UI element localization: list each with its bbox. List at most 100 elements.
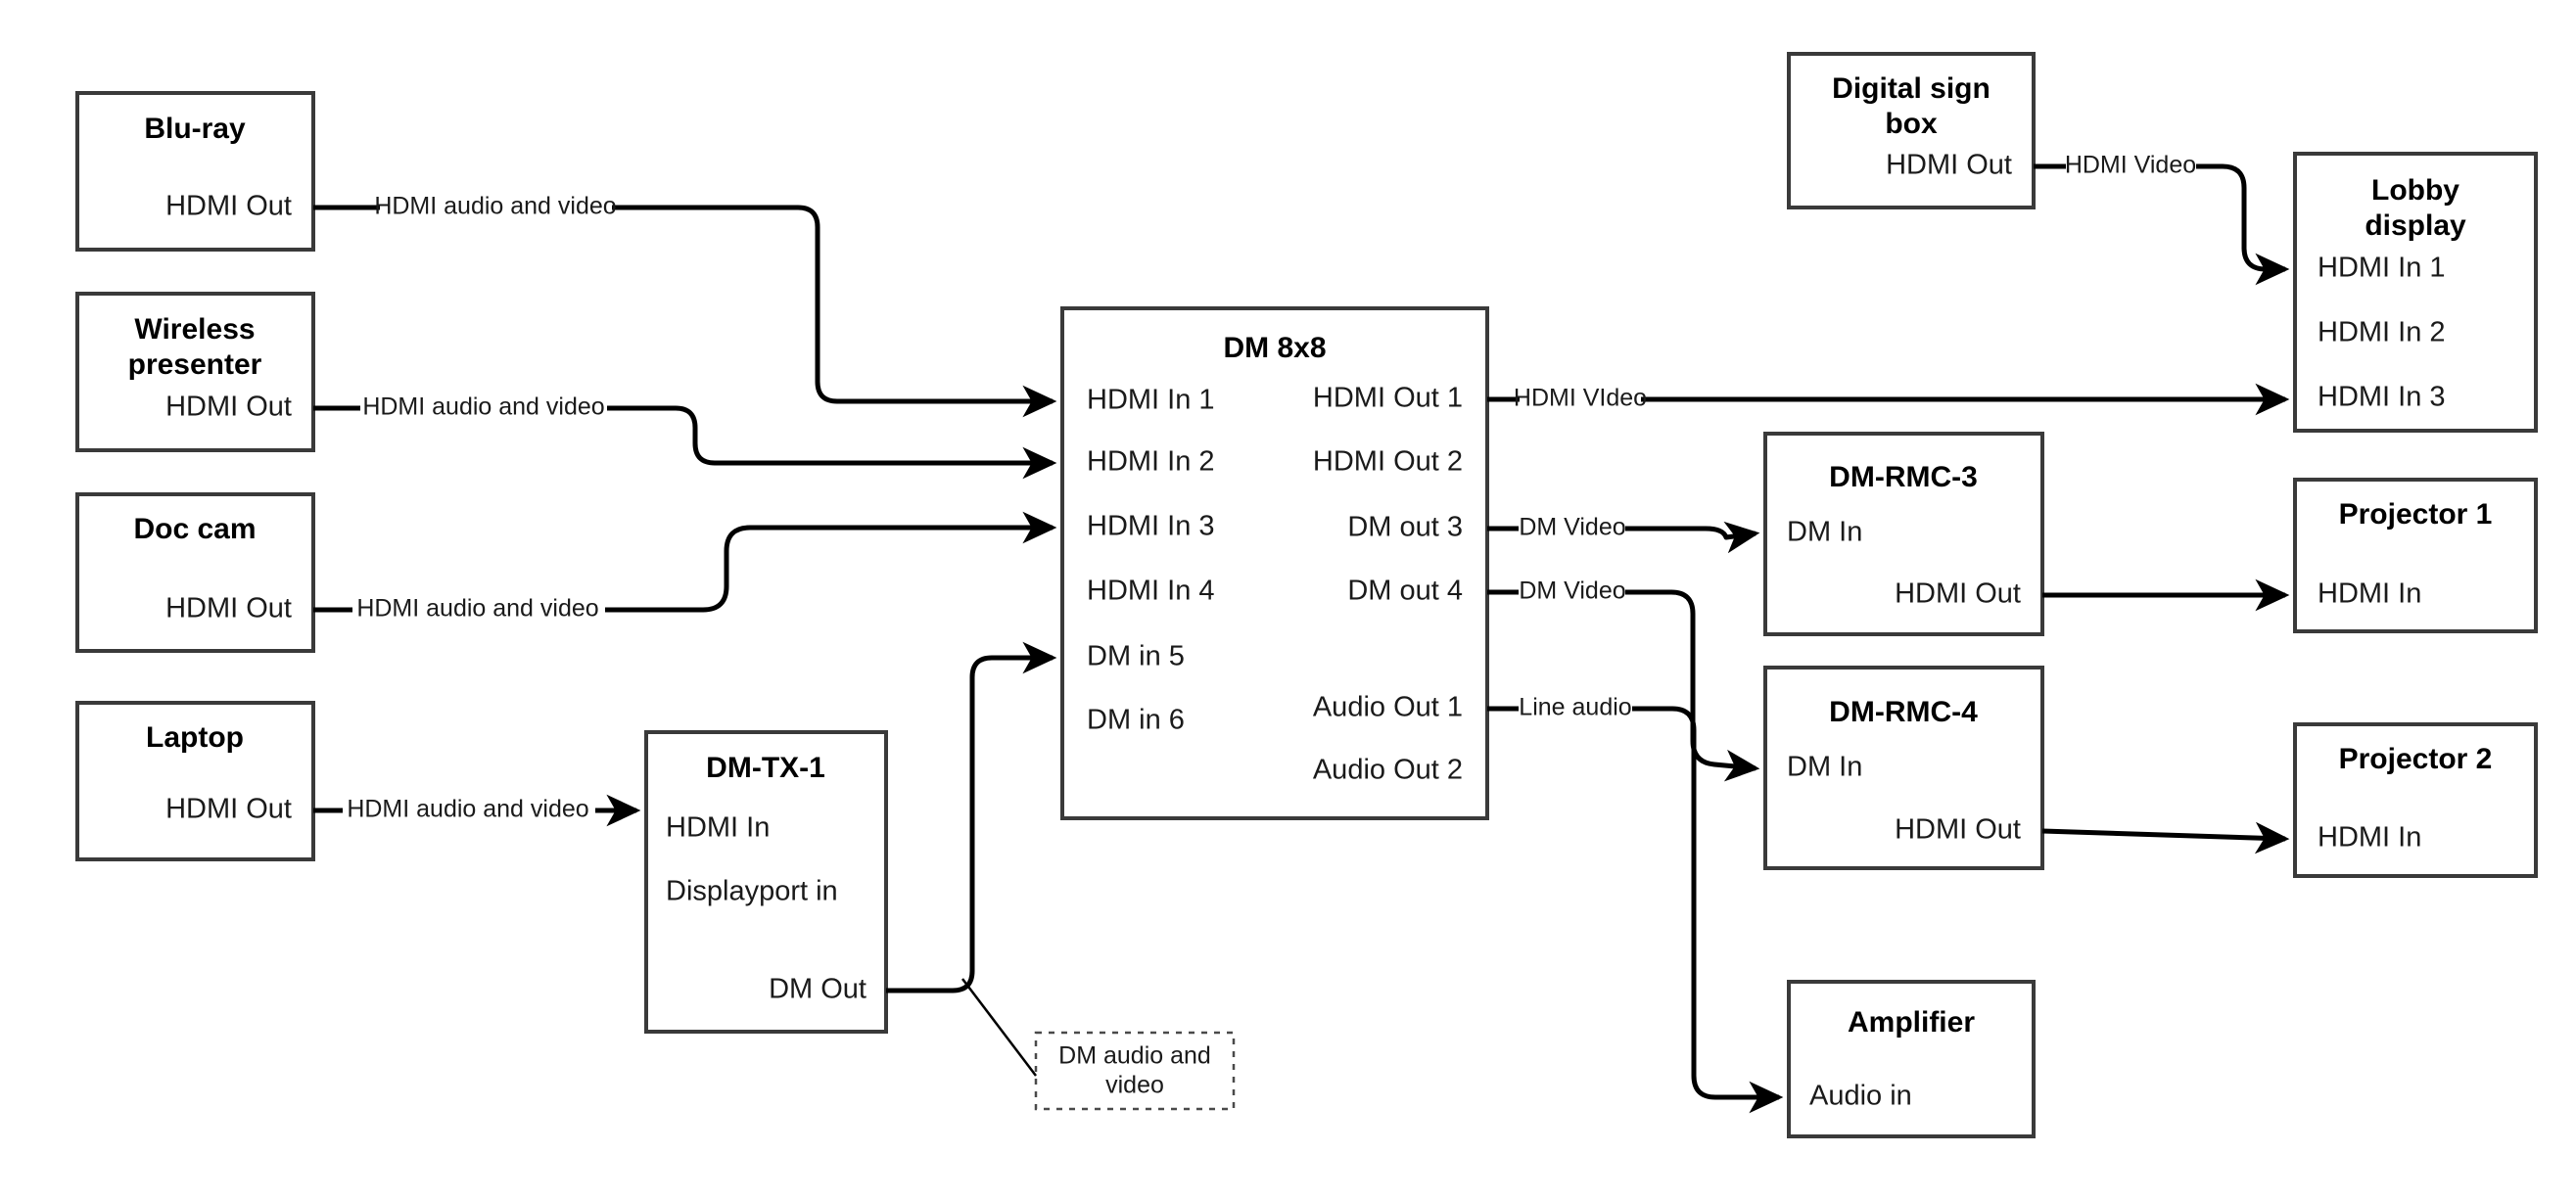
dm-rmc-3-box [1763, 432, 2044, 636]
edge-dm8x8-dm-out-4-to-rmc4: DM Video [1487, 577, 1760, 782]
node-projector-2[interactable]: Projector 2 HDMI In [2293, 722, 2538, 878]
edge-dm8x8-dm-out-3-to-rmc3: DM Video [1487, 514, 1760, 554]
edge-path-digital-sign [2196, 163, 2290, 286]
lobby-display-box [2293, 152, 2538, 433]
amplifier-port-audio-in: Audio in [1809, 1081, 1912, 1112]
doc-cam-title: Doc cam [133, 513, 256, 545]
dm-tx-1-title: DM-TX-1 [706, 752, 825, 784]
lobby-display-title-line2: display [2365, 209, 2466, 242]
node-projector-1[interactable]: Projector 1 HDMI In [2293, 478, 2538, 633]
edge-label-digital-sign: HDMI Video [2065, 152, 2196, 179]
projector-2-title: Projector 2 [2339, 743, 2493, 775]
dm-tx-1-box [644, 730, 888, 1034]
dm-8x8-input-hdmi-in-4: HDMI In 4 [1087, 576, 1215, 607]
callout-label-line2: video [1105, 1072, 1164, 1099]
dm-8x8-output-audio-out-2: Audio Out 2 [1313, 755, 1463, 786]
edge-label-wireless: HDMI audio and video [362, 393, 604, 421]
edge-path-dm-out-3 [1625, 521, 1760, 554]
node-laptop[interactable]: Laptop HDMI Out [75, 701, 315, 861]
edge-label-dm-out-3: DM Video [1519, 514, 1625, 541]
dm-8x8-input-dm-in-5: DM in 5 [1087, 641, 1185, 672]
node-digital-sign-box[interactable]: Digital sign box HDMI Out [1787, 52, 2036, 209]
node-dm-rmc-3[interactable]: DM-RMC-3 DM In HDMI Out [1763, 432, 2044, 636]
node-lobby-display[interactable]: Lobby display HDMI In 1 HDMI In 2 HDMI I… [2293, 152, 2538, 433]
edge-laptop-to-dm-tx-1: HDMI audio and video [313, 794, 641, 827]
edge-dm-tx-1-to-dm8x8-dm-in-5 [886, 641, 1057, 993]
edge-wireless-to-dm8x8-hdmi-in-2: HDMI audio and video [313, 393, 1057, 480]
node-wireless-presenter[interactable]: Wireless presenter HDMI Out [75, 292, 315, 452]
projector-1-box [2293, 478, 2538, 633]
edge-label-bluray: HDMI audio and video [374, 193, 616, 220]
dm-rmc-4-title: DM-RMC-4 [1829, 696, 1978, 728]
digital-sign-port-hdmi-out: HDMI Out [1886, 150, 2012, 181]
dm-8x8-input-hdmi-in-3: HDMI In 3 [1087, 511, 1215, 542]
edge-digital-sign-to-lobby-hdmi-in-1: HDMI Video [2034, 152, 2290, 286]
dm-tx-1-port-dm-out: DM Out [769, 974, 866, 1005]
edge-path-wireless [607, 405, 1057, 480]
edge-label-dm-out-4: DM Video [1519, 577, 1625, 605]
dm-rmc-3-title: DM-RMC-3 [1829, 461, 1978, 493]
bluray-title: Blu-ray [144, 113, 246, 145]
dm-8x8-output-hdmi-out-2: HDMI Out 2 [1313, 446, 1463, 478]
node-dm-8x8[interactable]: DM 8x8 HDMI In 1 HDMI In 2 HDMI In 3 HDM… [1060, 306, 1489, 820]
dm-tx-1-port-hdmi-in: HDMI In [666, 812, 770, 844]
edge-label-hdmi-out-1: HDMI VIdeo [1514, 385, 1647, 412]
laptop-box [75, 701, 315, 861]
amplifier-title: Amplifier [1848, 1006, 1975, 1039]
node-amplifier[interactable]: Amplifier Audio in [1787, 980, 2036, 1138]
wireless-presenter-port-hdmi-out: HDMI Out [165, 392, 292, 423]
dm-8x8-input-hdmi-in-2: HDMI In 2 [1087, 446, 1215, 478]
wireless-presenter-title-line2: presenter [128, 348, 262, 381]
dm-8x8-output-hdmi-out-1: HDMI Out 1 [1313, 383, 1463, 414]
dm-8x8-box [1060, 306, 1489, 820]
digital-sign-title-line1: Digital sign [1832, 72, 1991, 105]
dm-rmc-4-port-hdmi-out: HDMI Out [1895, 814, 2021, 846]
bluray-port-hdmi-out: HDMI Out [165, 191, 292, 222]
edge-path-bluray [612, 205, 1057, 418]
dm-tx-1-port-displayport-in: Displayport in [666, 876, 838, 907]
dm-8x8-input-dm-in-6: DM in 6 [1087, 705, 1185, 736]
bluray-box [75, 91, 315, 252]
projector-1-port-hdmi-in: HDMI In [2318, 578, 2421, 610]
callout-box [1034, 1031, 1236, 1111]
node-dm-rmc-4[interactable]: DM-RMC-4 DM In HDMI Out [1763, 666, 2044, 870]
dm-rmc-3-port-hdmi-out: HDMI Out [1895, 578, 2021, 610]
edge-path-audio-out-1 [1632, 706, 1784, 1114]
digital-sign-title-line2: box [1885, 108, 1938, 140]
callout-dm-audio-and-video: DM audio and video [961, 978, 1236, 1111]
projector-1-title: Projector 1 [2339, 498, 2493, 531]
dm-rmc-3-port-dm-in: DM In [1787, 517, 1862, 548]
edge-bluray-to-dm8x8-hdmi-in-1: HDMI audio and video [313, 193, 1057, 418]
dm-8x8-output-audio-out-1: Audio Out 1 [1313, 692, 1463, 723]
doc-cam-box [75, 492, 315, 653]
node-doc-cam[interactable]: Doc cam HDMI Out [75, 492, 315, 653]
lobby-display-port-hdmi-in-3: HDMI In 3 [2318, 382, 2446, 413]
edge-label-audio-out-1: Line audio [1519, 694, 1631, 721]
edge-rmc4-to-projector-2 [2041, 821, 2290, 855]
edge-label-doccam: HDMI audio and video [356, 595, 598, 623]
projector-2-port-hdmi-in: HDMI In [2318, 822, 2421, 854]
lobby-display-port-hdmi-in-1: HDMI In 1 [2318, 253, 2446, 284]
wireless-presenter-box [75, 292, 315, 452]
dm-rmc-4-port-dm-in: DM In [1787, 752, 1862, 783]
amplifier-box [1787, 980, 2036, 1138]
laptop-port-hdmi-out: HDMI Out [165, 794, 292, 825]
lobby-display-title-line1: Lobby [2371, 174, 2459, 207]
edge-path-dm-tx-1 [886, 641, 1057, 993]
edge-label-laptop: HDMI audio and video [347, 796, 588, 823]
edge-path-rmc4-projector2 [2041, 821, 2290, 855]
edge-path-dm-out-4 [1625, 589, 1760, 782]
lobby-display-port-hdmi-in-2: HDMI In 2 [2318, 317, 2446, 348]
digital-sign-box [1787, 52, 2036, 209]
edge-path-doccam [605, 511, 1057, 613]
callout-leader-line [961, 978, 1037, 1077]
doc-cam-port-hdmi-out: HDMI Out [165, 593, 292, 624]
wireless-presenter-title-line1: Wireless [134, 313, 255, 346]
dm-8x8-title: DM 8x8 [1223, 332, 1326, 364]
dm-rmc-4-box [1763, 666, 2044, 870]
edge-dm8x8-audio-out-1-to-amplifier: Line audio [1487, 694, 1784, 1114]
node-bluray[interactable]: Blu-ray HDMI Out [75, 91, 315, 252]
dm-8x8-output-dm-out-4: DM out 4 [1347, 576, 1463, 607]
node-dm-tx-1[interactable]: DM-TX-1 HDMI In Displayport in DM Out [644, 730, 888, 1034]
